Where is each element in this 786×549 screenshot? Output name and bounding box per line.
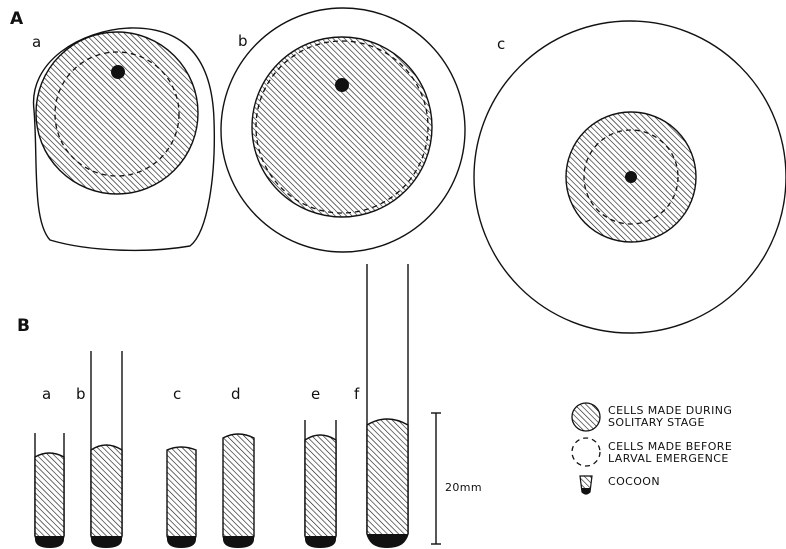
hatched-cell-fill <box>91 445 122 546</box>
cocoon-base <box>305 536 336 548</box>
nest-cross-section-b: b <box>221 8 465 252</box>
legend-larval-line2: LARVAL EMERGENCE <box>608 452 729 465</box>
cell-f: f <box>354 264 408 548</box>
cocoon-base <box>223 536 254 548</box>
legend: CELLS MADE DURING SOLITARY STAGE CELLS M… <box>572 403 732 494</box>
nest-center-dot <box>625 171 637 183</box>
cell-d: d <box>223 385 254 548</box>
cell-a: a <box>35 385 64 548</box>
sub-label-a: a <box>32 33 41 51</box>
hatched-cell-fill <box>35 453 64 546</box>
cocoon-base <box>91 536 122 548</box>
cell-label-d: d <box>231 385 241 403</box>
cell-b: b <box>76 351 122 548</box>
sub-label-c: c <box>497 35 505 53</box>
cell-label-c: c <box>173 385 181 403</box>
legend-larval-swatch <box>572 438 600 466</box>
sub-label-b: b <box>238 32 248 50</box>
cell-label-e: e <box>311 385 320 403</box>
scale-bar: 20mm <box>431 413 482 544</box>
legend-solitary-swatch <box>572 403 600 431</box>
cocoon-base <box>167 536 196 548</box>
solitary-cells-region <box>252 37 432 217</box>
cell-label-b: b <box>76 385 86 403</box>
hatched-cell-fill <box>367 419 408 546</box>
legend-cocoon-label: COCOON <box>608 475 660 488</box>
cocoon-base <box>367 534 408 548</box>
cell-e: e <box>305 385 336 548</box>
panel-b-label: B <box>17 316 30 336</box>
nest-cross-section-a: a <box>32 28 214 250</box>
cell-label-a: a <box>42 385 51 403</box>
hatched-cell-fill <box>305 435 336 546</box>
solitary-cells-region <box>36 32 198 194</box>
legend-solitary-line2: SOLITARY STAGE <box>608 416 705 429</box>
nest-cross-section-c: c <box>474 21 786 333</box>
hatched-cell-fill <box>167 447 196 546</box>
nest-center-dot <box>111 65 125 79</box>
cell-c: c <box>167 385 196 548</box>
nest-center-dot <box>335 78 349 92</box>
panel-a-label: A <box>10 9 24 29</box>
scale-label: 20mm <box>445 481 482 494</box>
hatched-cell-fill <box>223 434 254 546</box>
cocoon-base <box>35 536 64 548</box>
cell-label-f: f <box>354 385 360 403</box>
